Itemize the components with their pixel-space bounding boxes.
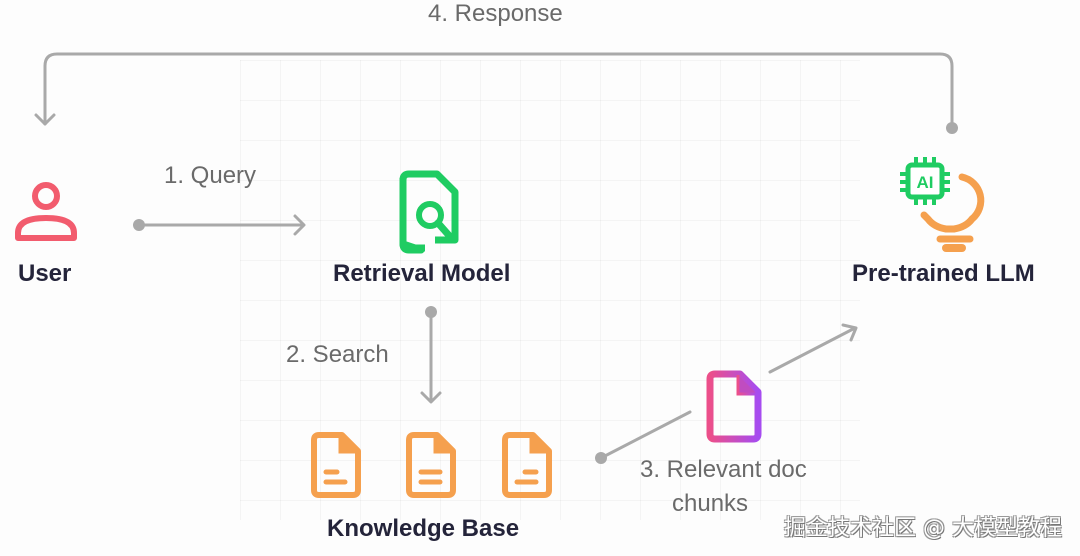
- document-icon: [406, 432, 456, 498]
- node-label-user: User: [18, 260, 72, 287]
- user-icon: [15, 182, 77, 241]
- edge-search: [420, 306, 442, 404]
- watermark: 掘金技术社区 @ 大模型教程: [784, 516, 1062, 541]
- edge-label-relevant-chunks-line2: chunks: [672, 490, 749, 517]
- edge-label-relevant-chunks-line1: 3. Relevant doc: [640, 456, 807, 483]
- edge-relevant-chunks: [595, 323, 858, 464]
- edge-label-search: 2. Search: [286, 341, 389, 368]
- ai-chip-icon: AI: [900, 157, 950, 205]
- node-label-knowledge-base: Knowledge Base: [327, 515, 520, 542]
- ai-lightbulb-icon: AI: [900, 157, 985, 252]
- document-icon: [502, 432, 552, 498]
- node-label-llm: Pre-trained LLM: [852, 260, 1035, 287]
- edge-query: [133, 214, 306, 236]
- edge-label-query: 1. Query: [164, 162, 257, 189]
- document-search-icon: [399, 170, 459, 254]
- lightbulb-icon: [920, 173, 985, 252]
- edge-label-response: 4. Response: [428, 0, 563, 27]
- document-icon: [311, 432, 361, 498]
- document-gradient-icon: [706, 370, 762, 443]
- svg-text:AI: AI: [917, 173, 934, 192]
- edge-response: [34, 52, 958, 134]
- node-label-retrieval-model: Retrieval Model: [333, 260, 511, 287]
